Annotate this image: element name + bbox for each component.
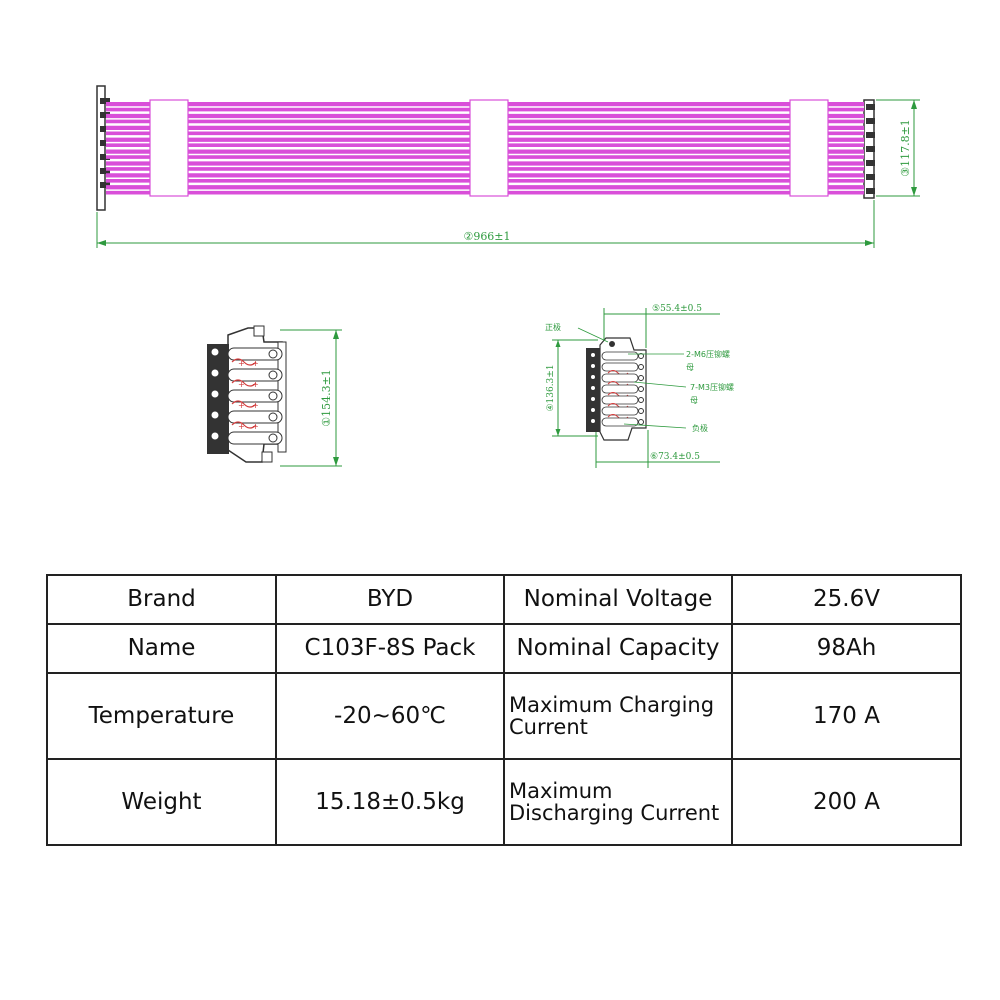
table-row: Brand BYD Nominal Voltage 25.6V [46,574,962,625]
terminal-hole [590,374,596,380]
terminal-hole [590,418,596,424]
battery-pack-drawing: ②966±1 ③117.8±1 + + + + + + + + ①154.3±1 [96,85,920,468]
spec-value: 200 A [731,757,962,847]
terminal-hole [268,349,278,359]
end-view: + + + + + + + + [207,325,287,463]
spec-label: Nominal Capacity [503,622,733,674]
detail-bottom-dimension [595,430,720,468]
terminal-hole [638,353,644,359]
terminal-sign: + [238,401,245,410]
spec-label: Maximum Discharging Current [503,757,733,847]
callout-negative: 负极 [692,423,708,433]
callout-positive: 正极 [545,322,561,332]
spec-label: Weight [46,757,277,847]
terminal-sign: + [252,380,259,389]
strap-center [469,99,509,197]
busbar [601,362,639,372]
busbar [227,347,283,361]
busbar [601,395,639,405]
callout-m3-nut: 7-M3压铆螺 [690,382,734,392]
terminal-hole [268,370,278,380]
terminal-hole [638,375,644,381]
terminal-hole [590,407,596,413]
terminal-sign: + [238,359,245,368]
spec-table: Brand BYD Nominal Voltage 25.6V Name C10… [46,574,962,847]
spec-label: Name [46,622,277,674]
detail-terminals [590,351,644,427]
callout-leaders [577,327,687,429]
terminal-mark [231,379,257,387]
pack-side-view [96,85,875,211]
terminal-sign: + [238,380,245,389]
height-label: ③117.8±1 [899,119,912,177]
terminal-hole [210,431,220,441]
busbar [227,410,283,424]
terminal-hole [590,363,596,369]
table-row: Temperature -20~60℃ Maximum Charging Cur… [46,671,962,760]
terminal-hole [210,368,220,378]
terminal-hole [638,364,644,370]
strap-right [789,99,829,197]
spec-label: Nominal Voltage [503,574,733,625]
spec-value: BYD [275,574,505,625]
busbar [601,384,639,394]
detail-height-dimension [552,339,598,437]
detail-height-label: ④136.3±1 [546,364,556,411]
terminal-hole [268,412,278,422]
length-dimension [96,200,875,248]
spec-label: Brand [46,574,277,625]
callout-m6-nut-cont: 母 [686,363,694,372]
terminal-sign: + [238,422,245,431]
table-row: Weight 15.18±0.5kg Maximum Discharging C… [46,757,962,847]
terminal-hole [210,347,220,357]
terminal-mark [231,400,257,408]
busbar [601,351,639,361]
terminal-detail-view [586,337,647,441]
terminal-sign: + [252,401,259,410]
busbar [227,431,283,445]
end-view-dimension [280,329,342,467]
detail-bottom-label: ⑥73.4±0.5 [650,452,700,462]
spec-value: 25.6V [731,574,962,625]
terminal-hole [638,419,644,425]
terminal-hole [210,410,220,420]
terminal-hole [638,408,644,414]
spec-value: -20~60℃ [275,671,505,760]
spec-value: 170 A [731,671,962,760]
right-terminal-stack [866,104,875,194]
end-view-width-label: ①154.3±1 [320,369,333,427]
terminal-hole [638,397,644,403]
terminal-hole [268,433,278,443]
terminal-hole [268,391,278,401]
terminal-hole [590,396,596,402]
strap-left [149,99,189,197]
busbar [601,406,639,416]
end-view-terminals: + + + + + + + + [210,347,283,445]
terminal-hole [590,352,596,358]
busbar [601,373,639,383]
terminal-mark [231,358,257,366]
table-row: Name C103F-8S Pack Nominal Capacity 98Ah [46,622,962,674]
spec-label: Temperature [46,671,277,760]
terminal-mark [231,421,257,429]
busbar [227,368,283,382]
spec-value: 15.18±0.5kg [275,757,505,847]
callout-m3-nut-cont: 母 [690,396,698,405]
length-label: ②966±1 [463,230,510,243]
terminal-hole [210,389,220,399]
terminal-hole [638,386,644,392]
terminal-hole [590,385,596,391]
height-dimension [876,99,920,197]
spec-value: 98Ah [731,622,962,674]
spec-value: C103F-8S Pack [275,622,505,674]
spec-label: Maximum Charging Current [503,671,733,760]
busbar [227,389,283,403]
left-terminal-stack [100,98,110,188]
callout-m6-nut: 2-M6压铆螺 [686,349,730,359]
terminal-sign: + [252,359,259,368]
detail-top-dimension [603,308,720,348]
terminal-sign: + [252,422,259,431]
detail-top-label: ⑤55.4±0.5 [652,304,702,314]
